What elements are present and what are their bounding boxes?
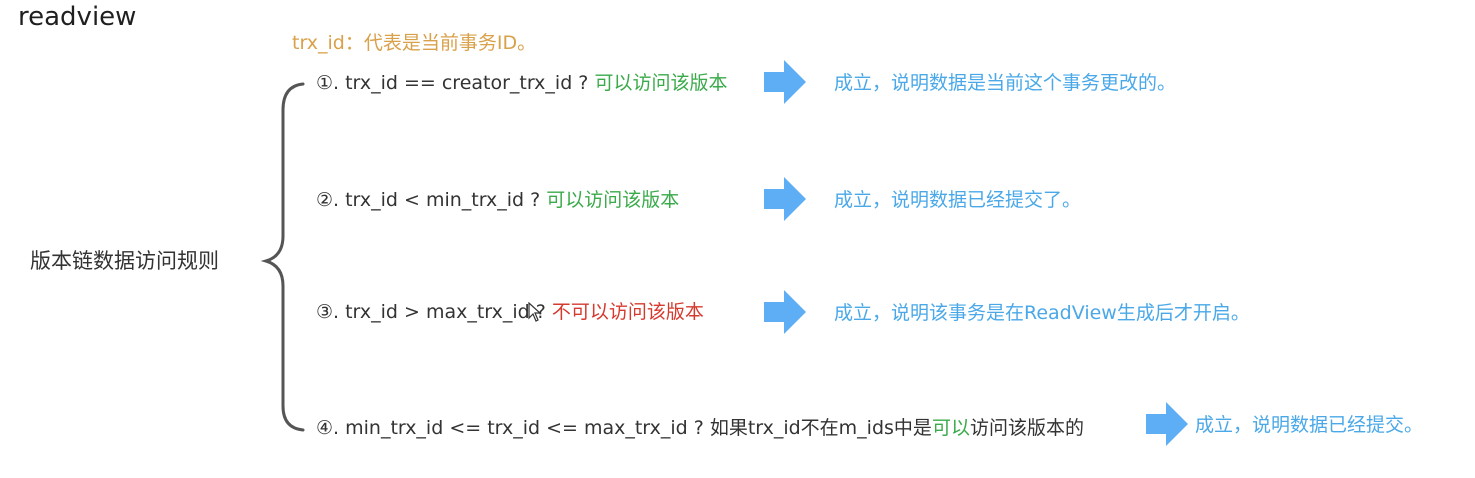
- rule-4-verdict: 可以: [931, 417, 970, 439]
- rule-3-condition: ③. trx_id > max_trx_id ?: [316, 301, 546, 323]
- rule-1-condition: ①. trx_id == creator_trx_id ?: [316, 72, 589, 94]
- diagram-title: readview: [18, 2, 137, 32]
- rule-1-result: 成立，说明数据是当前这个事务更改的。: [834, 72, 1177, 94]
- rule-4-result: 成立，说明数据已经提交。: [1195, 414, 1424, 436]
- rule-label: 版本链数据访问规则: [30, 249, 219, 273]
- rule-3: ③. trx_id > max_trx_id ? 不可以访问该版本: [316, 297, 704, 324]
- rule-4-verdict-suffix: 访问该版本的: [969, 417, 1084, 439]
- trx-id-note: trx_id：代表是当前事务ID。: [292, 32, 537, 54]
- rule-2-arrow-icon: [764, 177, 806, 221]
- rule-1-verdict: 可以访问该版本: [594, 72, 728, 94]
- mouse-cursor-icon: [528, 302, 542, 322]
- rule-2: ②. trx_id < min_trx_id ? 可以访问该版本: [316, 185, 679, 212]
- rule-3-result: 成立，说明该事务是在ReadView生成后才开启。: [834, 302, 1250, 324]
- rule-1: ①. trx_id == creator_trx_id ? 可以访问该版本: [316, 68, 727, 95]
- curly-brace: [260, 82, 305, 432]
- rule-4-arrow-icon: [1146, 402, 1188, 446]
- rule-3-verdict: 不可以访问该版本: [551, 301, 704, 323]
- rule-2-verdict: 可以访问该版本: [546, 189, 680, 211]
- rule-2-result: 成立，说明数据已经提交了。: [834, 189, 1082, 211]
- rule-1-arrow-icon: [764, 60, 806, 104]
- rule-2-condition: ②. trx_id < min_trx_id ?: [316, 189, 541, 211]
- rule-4: ④. min_trx_id <= trx_id <= max_trx_id ? …: [316, 413, 1084, 440]
- rule-3-arrow-icon: [764, 290, 806, 334]
- rule-4-condition: ④. min_trx_id <= trx_id <= max_trx_id ? …: [316, 417, 932, 439]
